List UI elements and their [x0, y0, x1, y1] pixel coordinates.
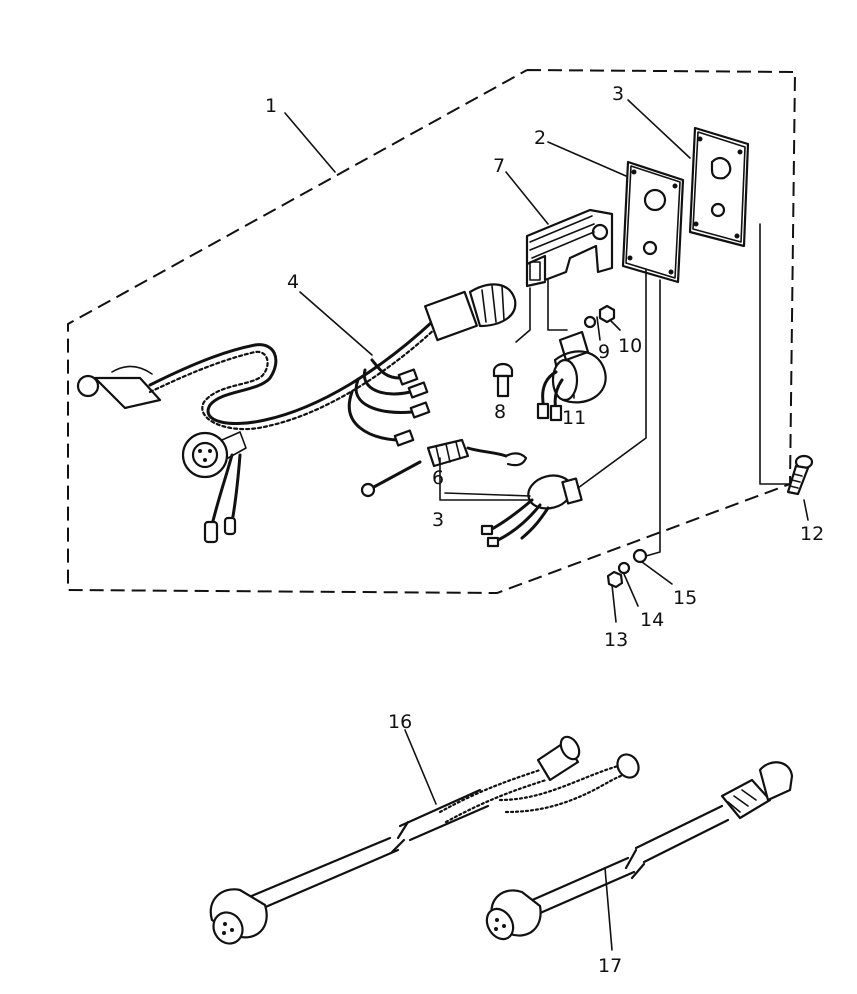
- callout-17: 17: [598, 955, 622, 977]
- callout-8: 8: [494, 401, 506, 423]
- starter-solenoid: [536, 330, 607, 422]
- rear-mounting-plate: [688, 126, 750, 248]
- nut-13: [606, 570, 624, 589]
- callout-1: 1: [265, 95, 277, 117]
- callout-3-plate: 3: [612, 83, 624, 105]
- bolt-12: [786, 454, 814, 496]
- callout-10: 10: [618, 335, 642, 357]
- callout-7: 7: [493, 155, 505, 177]
- callout-11: 11: [562, 407, 586, 429]
- callout-6: 6: [432, 467, 444, 489]
- switch-bracket: [525, 208, 614, 288]
- callout-13: 13: [604, 629, 628, 651]
- callout-16: 16: [388, 711, 412, 733]
- callout-3-switch: 3: [432, 509, 444, 531]
- main-wiring-harness: [76, 283, 517, 544]
- callout-12: 12: [800, 523, 824, 545]
- extension-harness-16: [209, 735, 640, 945]
- callout-15: 15: [673, 587, 697, 609]
- callout-2: 2: [534, 127, 546, 149]
- assembly-boundary: [67, 69, 797, 595]
- gasket-plate: [621, 160, 685, 284]
- callout-4: 4: [287, 271, 299, 293]
- nut-10: [598, 304, 616, 324]
- emergency-stop-switch: [480, 474, 583, 548]
- stop-switch-lanyard: [360, 438, 528, 498]
- callout-9: 9: [598, 341, 610, 363]
- extension-harness-17: [485, 761, 794, 941]
- nut-9: [583, 315, 597, 329]
- washer-15: [632, 548, 648, 564]
- bolt-8: [492, 362, 514, 398]
- washer-14: [617, 561, 631, 575]
- callout-14: 14: [640, 609, 664, 631]
